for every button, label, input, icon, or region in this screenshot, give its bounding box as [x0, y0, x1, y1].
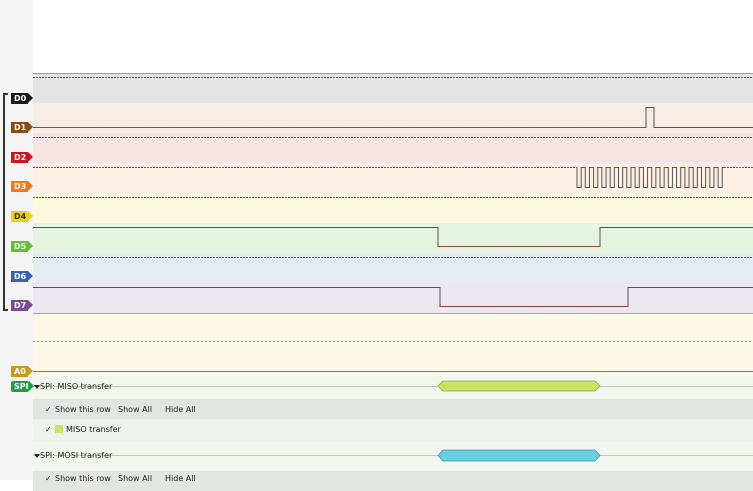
miso-items-row: [33, 419, 753, 441]
miso-item-label: MISO transfer: [66, 425, 121, 434]
channel-badge-d2[interactable]: D2: [11, 152, 33, 163]
channel-label: D0: [14, 94, 27, 103]
channel-badge-d0[interactable]: D0: [11, 93, 33, 104]
channel-group-bracket: [3, 93, 8, 311]
channel-label: D1: [14, 123, 27, 132]
mosi-show-all-button[interactable]: Show All: [118, 474, 153, 483]
channel-label: D6: [14, 272, 27, 281]
channel-badge-d7[interactable]: D7: [11, 300, 33, 311]
check-icon[interactable]: ✓: [45, 425, 52, 434]
spi-label: SPI: [14, 382, 29, 391]
timeline-header-area: [33, 0, 753, 73]
channel-label: D2: [14, 153, 27, 162]
mosi-hide-all-button[interactable]: Hide All: [165, 474, 196, 483]
miso-row-title: SPI: MISO transfer: [40, 382, 113, 391]
channel-label: D5: [14, 242, 27, 251]
channel-label: D3: [14, 182, 27, 191]
channel-badge-d6[interactable]: D6: [11, 271, 33, 282]
check-icon[interactable]: ✓: [45, 474, 52, 483]
mosi-row-title: SPI: MOSI transfer: [40, 451, 113, 460]
row-a0: [33, 313, 753, 376]
waveform-canvas: [33, 73, 753, 462]
channel-badge-d4[interactable]: D4: [11, 211, 33, 222]
channel-label-panel: [0, 0, 33, 480]
collapse-mosi-icon[interactable]: [34, 454, 40, 458]
miso-hide-all-button[interactable]: Hide All: [165, 405, 196, 414]
mosi-show-row-label[interactable]: Show this row: [55, 474, 111, 483]
miso-color-swatch: [55, 425, 63, 433]
channel-label-a0: A0: [14, 367, 26, 376]
channel-label: D4: [14, 212, 27, 221]
channel-badge-d1[interactable]: D1: [11, 122, 33, 133]
channel-badge-a0[interactable]: A0: [11, 366, 33, 377]
miso-show-all-button[interactable]: Show All: [118, 405, 153, 414]
mosi-transfer-frame[interactable]: [437, 449, 601, 462]
spi-analyzer-badge[interactable]: SPI: [11, 381, 34, 392]
collapse-miso-icon[interactable]: [34, 385, 40, 389]
miso-controls-row: [33, 399, 753, 419]
channel-badge-d3[interactable]: D3: [11, 181, 33, 192]
check-icon[interactable]: ✓: [45, 405, 52, 414]
channel-label: D7: [14, 301, 27, 310]
miso-show-row-label[interactable]: Show this row: [55, 405, 111, 414]
channel-badge-d5[interactable]: D5: [11, 241, 33, 252]
miso-transfer-frame[interactable]: [437, 380, 601, 392]
